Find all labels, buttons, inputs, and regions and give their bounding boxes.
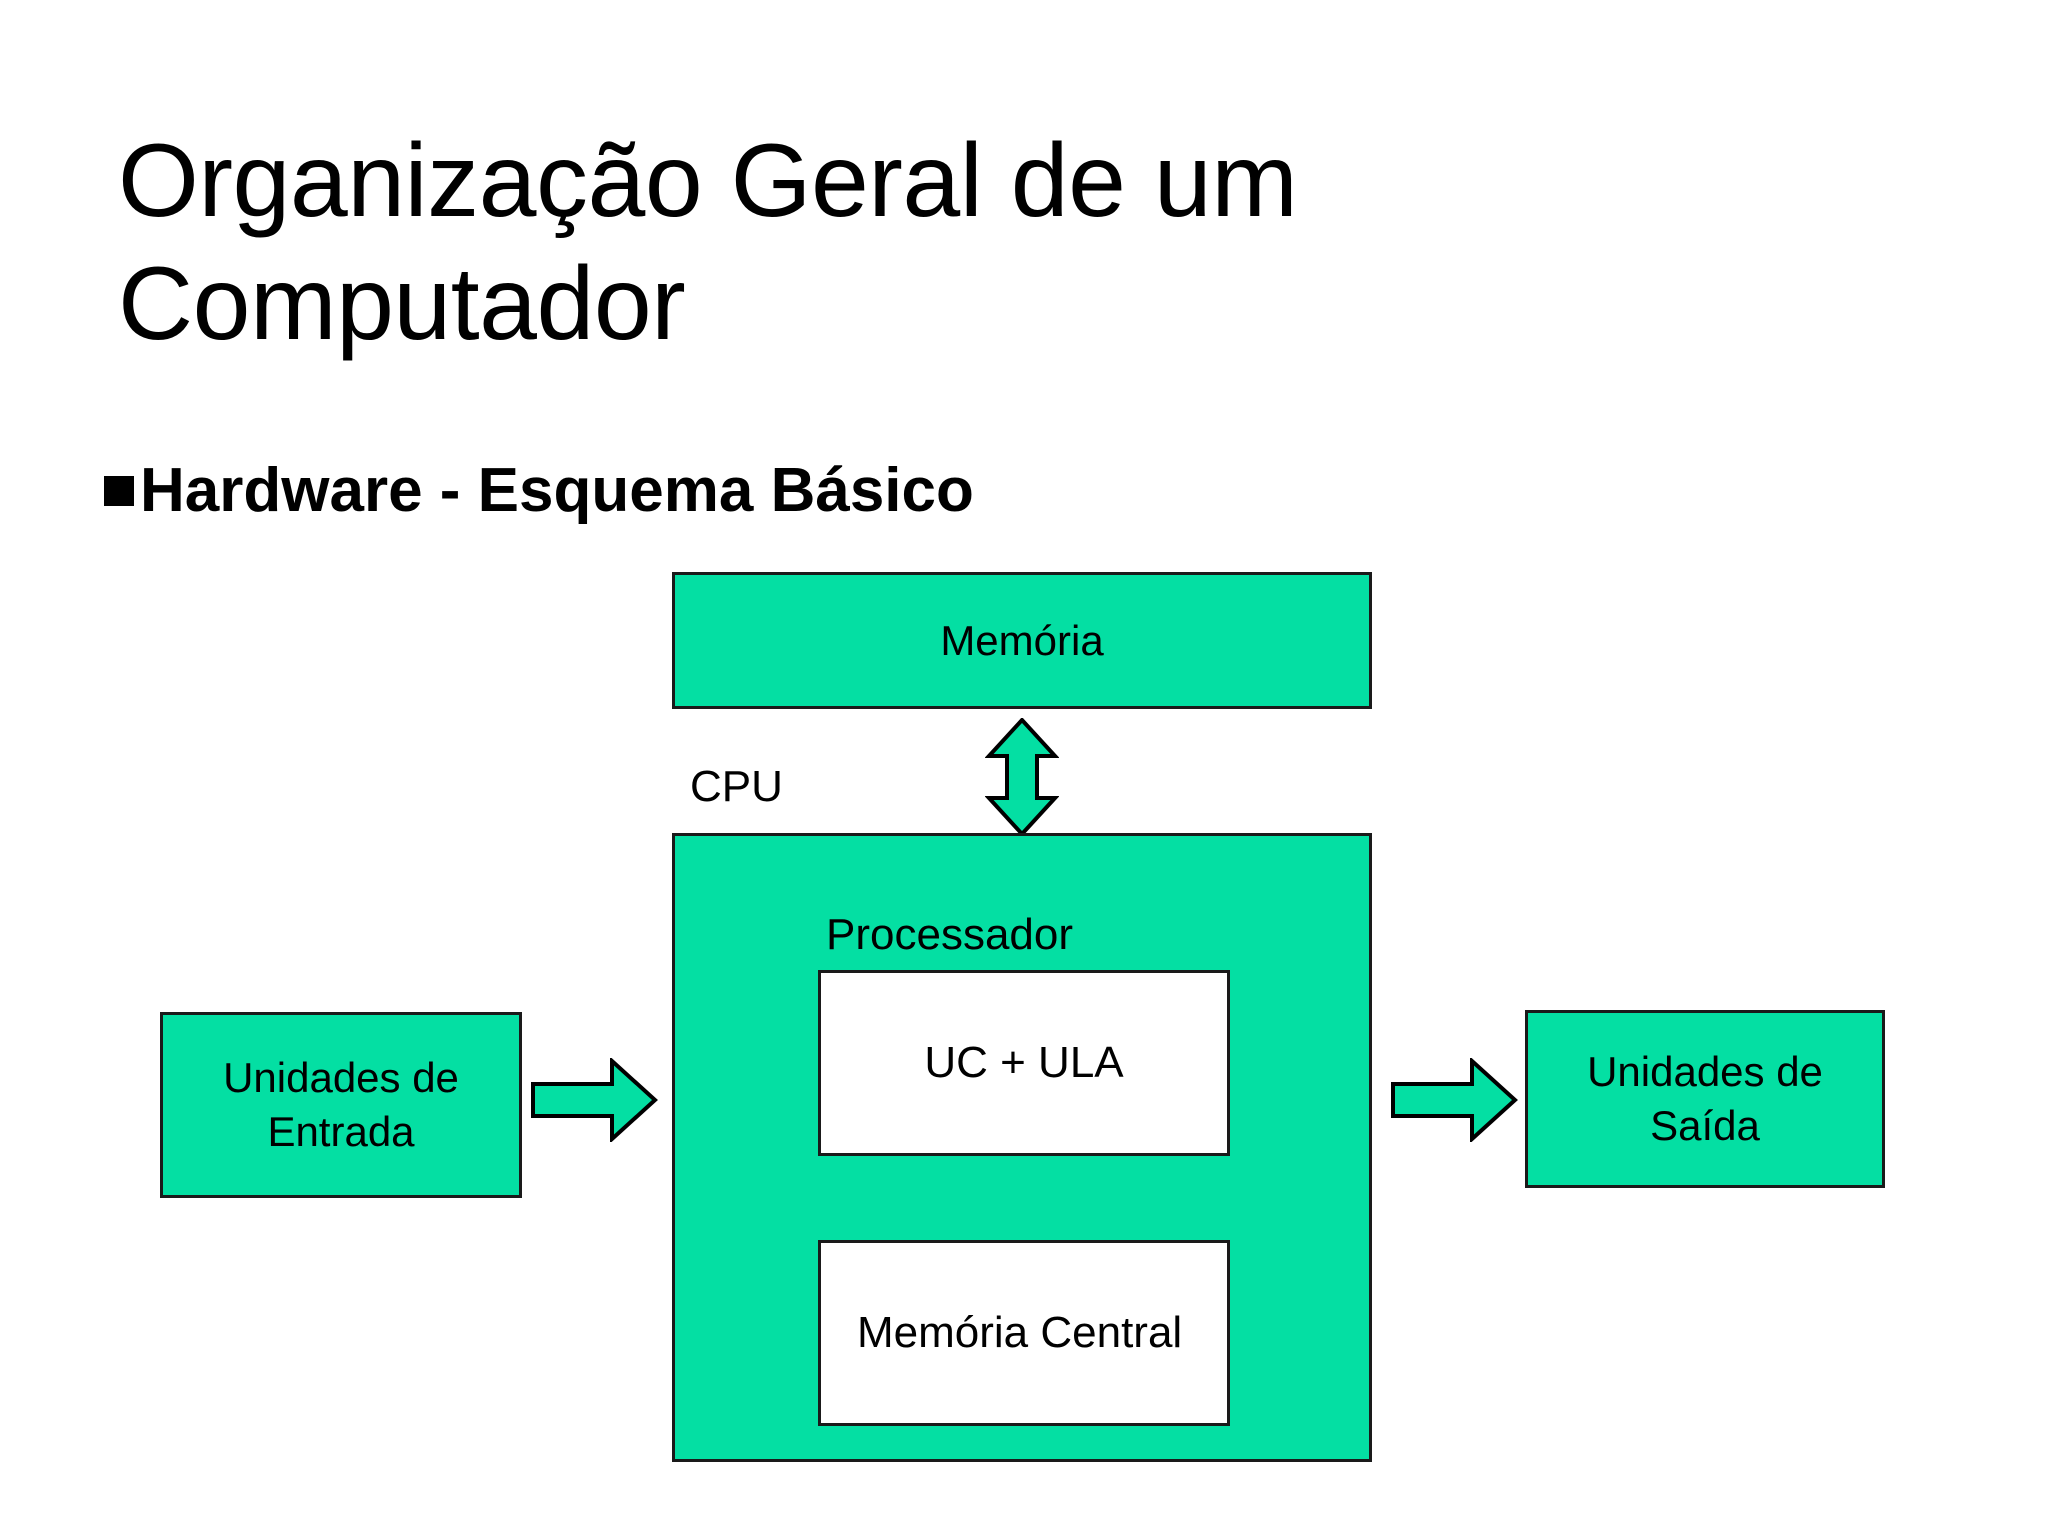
processor-label: Processador [826,910,1074,959]
memory-box-label: Memória [940,616,1104,664]
output-units-label-line-1: Unidades de [1587,1048,1823,1096]
central-memory-box-label: Memória Central [857,1308,1183,1357]
bullet-heading: Hardware - Esquema Básico [104,455,974,526]
bullet-heading-label: Hardware - Esquema Básico [140,456,974,525]
memory-box: Memória [672,572,1372,709]
square-bullet-icon [104,475,134,506]
page-title: Organização Geral de um Computador [118,120,1618,365]
input-arrow-icon [530,1058,658,1142]
central-memory-box: Memória Central [818,1240,1230,1426]
uc-ula-box: UC + ULA [818,970,1230,1156]
page-title-line-2: Computador [118,245,686,362]
page-title-line-1: Organização Geral de um [118,123,1298,239]
uc-ula-box-label: UC + ULA [924,1038,1124,1087]
input-units-label-line-1: Unidades de [223,1054,459,1102]
cpu-label: CPU [690,762,783,811]
output-arrow-icon [1390,1058,1518,1142]
memory-cpu-arrow-icon [985,718,1059,836]
output-units-label-line-2: Saída [1650,1102,1760,1149]
input-units-box: Unidades de Entrada [160,1012,522,1198]
output-units-box: Unidades de Saída [1525,1010,1885,1188]
input-units-label-line-2: Entrada [267,1108,415,1155]
